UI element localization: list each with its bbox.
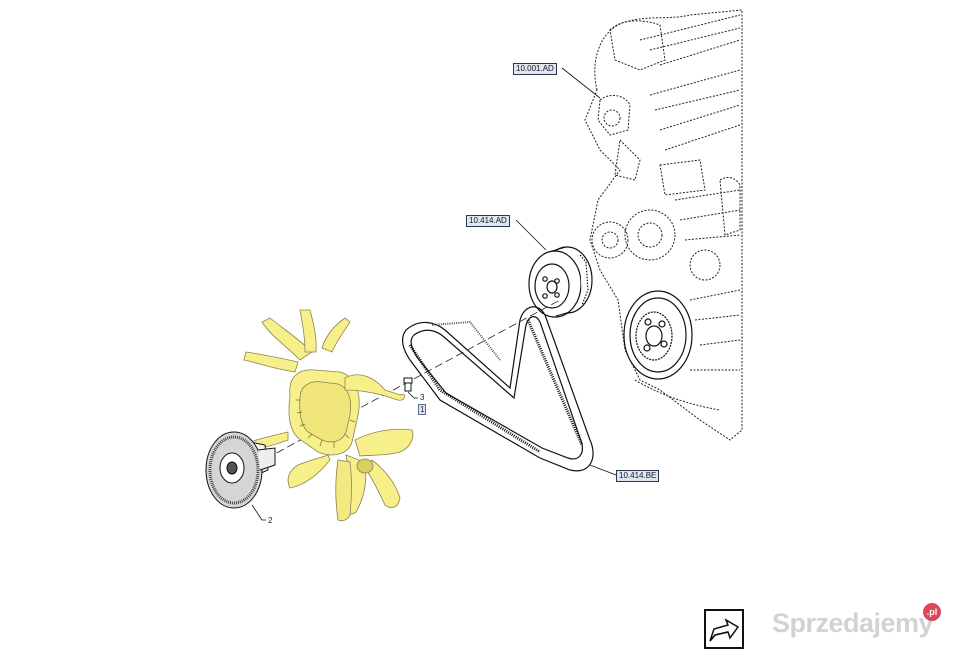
cooling-fan: [243, 309, 414, 522]
part-number-fan[interactable]: 1: [418, 404, 427, 415]
ref-label-engine[interactable]: 10.001.AD: [513, 63, 557, 75]
part-number-bolt: 3: [420, 393, 425, 402]
ref-label-pulley[interactable]: 10.414.AD: [466, 215, 510, 227]
ref-label-belt[interactable]: 10.414.BE: [616, 470, 660, 482]
leader-lines: [251, 67, 617, 521]
next-page-button[interactable]: [704, 609, 744, 649]
watermark-text: Sprzedajemy: [772, 608, 934, 638]
watermark-badge: .pl: [923, 603, 941, 621]
crankshaft-pulley: [623, 290, 693, 380]
part-number-fan-clutch: 2: [268, 516, 273, 525]
engine-block: [584, 9, 743, 441]
arrow-right-icon: [709, 618, 740, 642]
idler-pulley: [528, 246, 593, 318]
fan-bolt: [403, 377, 413, 392]
fan-clutch: [205, 431, 276, 509]
drive-belt: [401, 306, 594, 472]
